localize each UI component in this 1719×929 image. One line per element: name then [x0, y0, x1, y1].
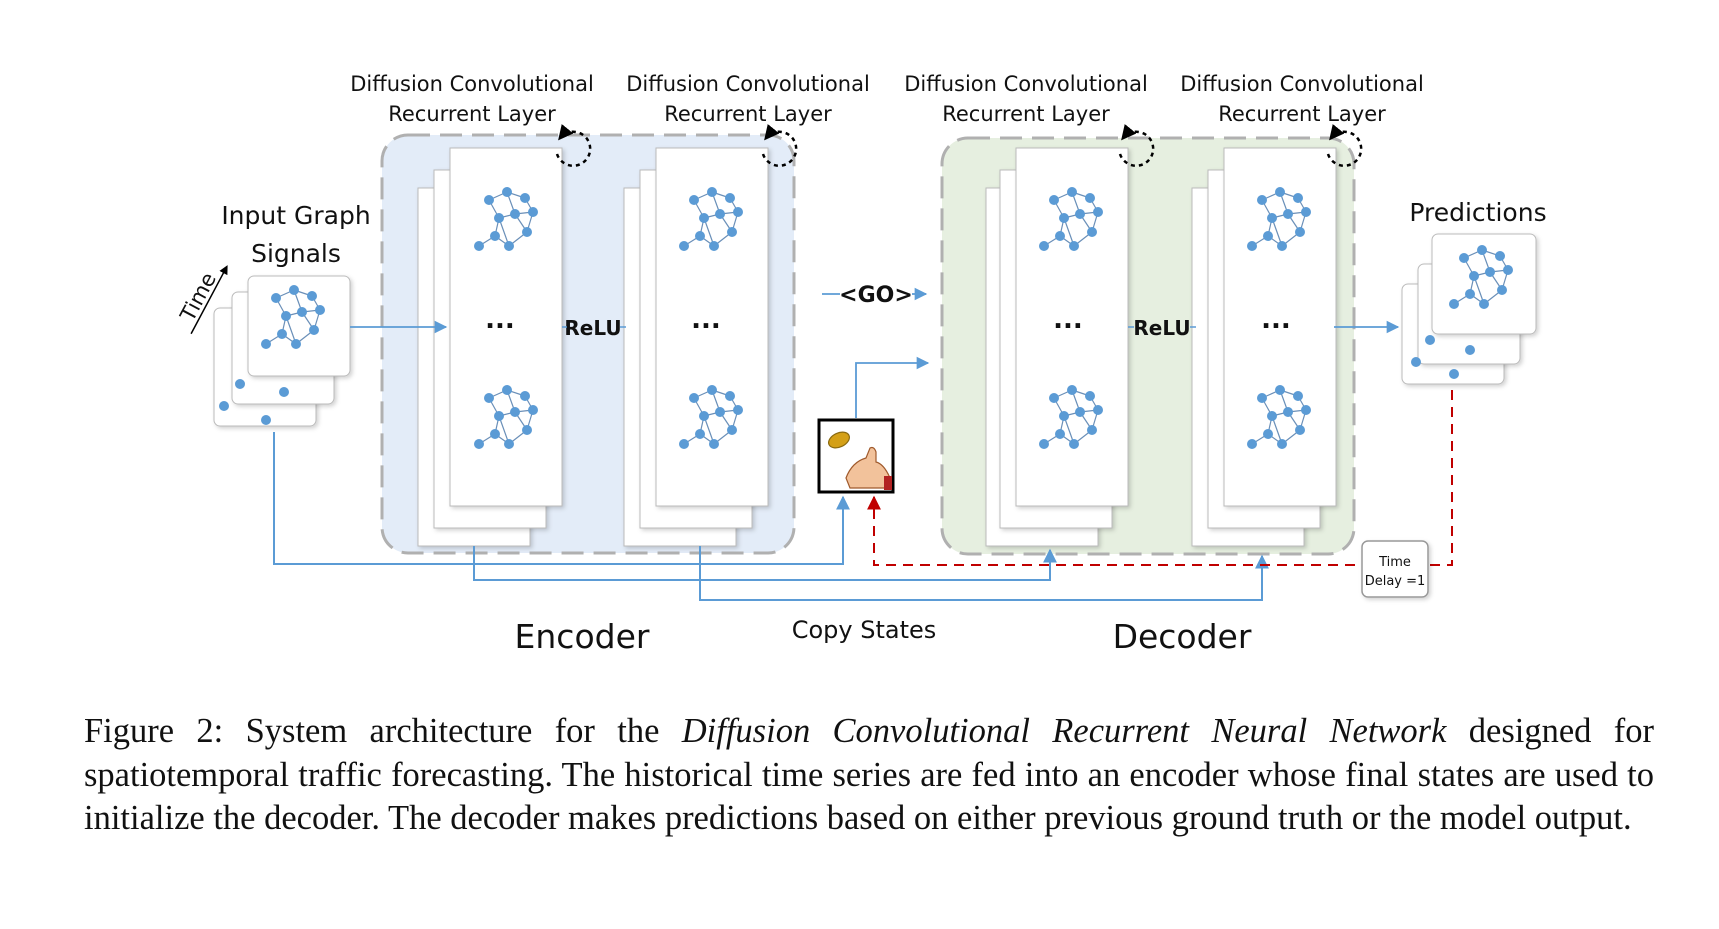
figure-caption: Figure 2: System architecture for the Di…: [84, 710, 1654, 841]
copy-states-label: Copy States: [792, 616, 937, 644]
ground-truth-arrow: [273, 432, 850, 565]
layer-label-2: Diffusion Convolutional Recurrent Layer: [626, 72, 870, 126]
encoder-layer-1: ...: [417, 147, 563, 547]
svg-text:Input Graph: Input Graph: [221, 201, 370, 230]
feedback-arrow: [867, 390, 1453, 566]
decoder-label: Decoder: [1113, 617, 1252, 656]
svg-text:...: ...: [485, 305, 515, 335]
svg-text:Delay =1: Delay =1: [1365, 574, 1426, 589]
svg-text:Recurrent Layer: Recurrent Layer: [1218, 102, 1386, 126]
input-label: Input Graph Signals: [221, 201, 370, 268]
svg-text:...: ...: [691, 305, 721, 335]
svg-text:...: ...: [1053, 305, 1083, 335]
predictions-graph-stack: [1401, 233, 1537, 385]
encoder-layer-2: ...: [623, 147, 769, 547]
svg-text:Recurrent Layer: Recurrent Layer: [388, 102, 556, 126]
svg-text:Diffusion Convolutional: Diffusion Convolutional: [350, 72, 594, 96]
caption-italic: Diffusion Convolutional Recurrent Neural…: [681, 712, 1447, 750]
svg-text:Recurrent Layer: Recurrent Layer: [942, 102, 1110, 126]
caption-suffix: designed for spatiotemporal traffic fore…: [84, 712, 1654, 837]
layer-label-4: Diffusion Convolutional Recurrent Layer: [1180, 72, 1424, 126]
copy-state-arrow-1: [473, 546, 1057, 581]
svg-text:Diffusion Convolutional: Diffusion Convolutional: [1180, 72, 1424, 96]
svg-text:Signals: Signals: [251, 239, 341, 268]
layer-label-3: Diffusion Convolutional Recurrent Layer: [904, 72, 1148, 126]
coin-flip-icon: [817, 418, 895, 494]
predictions-label: Predictions: [1409, 198, 1546, 227]
encoder-label: Encoder: [515, 617, 650, 656]
relu-label-decoder: ReLU: [1133, 316, 1190, 340]
svg-text:Recurrent Layer: Recurrent Layer: [664, 102, 832, 126]
caption-prefix: Figure 2: System architecture for the: [84, 712, 682, 750]
copy-state-arrow-2: [699, 546, 1269, 601]
relu-label-encoder: ReLU: [564, 316, 621, 340]
coin-flip-output-arrow: [855, 356, 930, 418]
decoder-layer-2: ...: [1191, 147, 1337, 547]
svg-text:Diffusion Convolutional: Diffusion Convolutional: [904, 72, 1148, 96]
decoder-layer-1: ...: [985, 147, 1129, 547]
svg-text:Time: Time: [1378, 555, 1411, 570]
layer-label-1: Diffusion Convolutional Recurrent Layer: [350, 72, 594, 126]
time-delay-box: Time Delay =1: [1361, 540, 1429, 598]
go-token-label: <GO>: [839, 283, 913, 308]
svg-text:...: ...: [1261, 305, 1291, 335]
input-graph-stack: [213, 275, 351, 427]
svg-text:Diffusion Convolutional: Diffusion Convolutional: [626, 72, 870, 96]
